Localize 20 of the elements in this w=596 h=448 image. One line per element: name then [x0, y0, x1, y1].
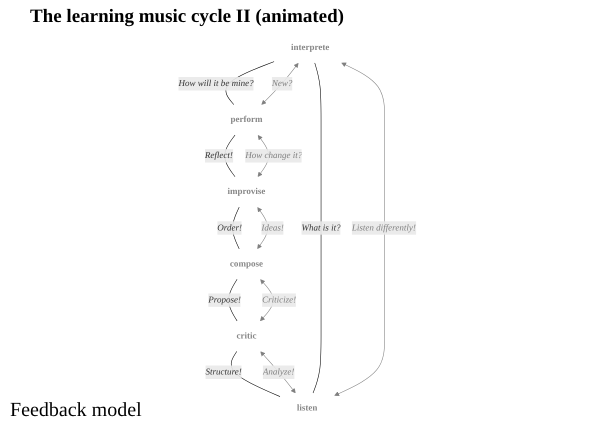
node-text: compose: [230, 258, 263, 269]
arrow: [261, 62, 299, 105]
edge-label: How will it be mine?: [178, 78, 254, 88]
arrow: [334, 62, 385, 396]
arrow: [260, 351, 296, 394]
edge-label: What is it?: [302, 222, 341, 233]
edge-label: New?: [272, 78, 292, 88]
node-text: interprete: [290, 42, 330, 52]
edge-label: Structure!: [206, 367, 242, 377]
edge-label: Criticize!: [262, 295, 296, 305]
edge-label: Listen differently!: [352, 222, 416, 233]
node-text: critic: [236, 331, 256, 341]
node-text: improvise: [228, 186, 266, 196]
edge-label: Analyze!: [262, 367, 294, 377]
diagram-label: Feedback model: [10, 399, 142, 422]
diagram-title: The learning music cycle II (animated): [30, 6, 346, 28]
node-text: perform: [230, 114, 262, 124]
node-text: listen: [296, 403, 318, 413]
edge-label: Reflect!: [204, 150, 233, 160]
connector: [312, 62, 322, 394]
